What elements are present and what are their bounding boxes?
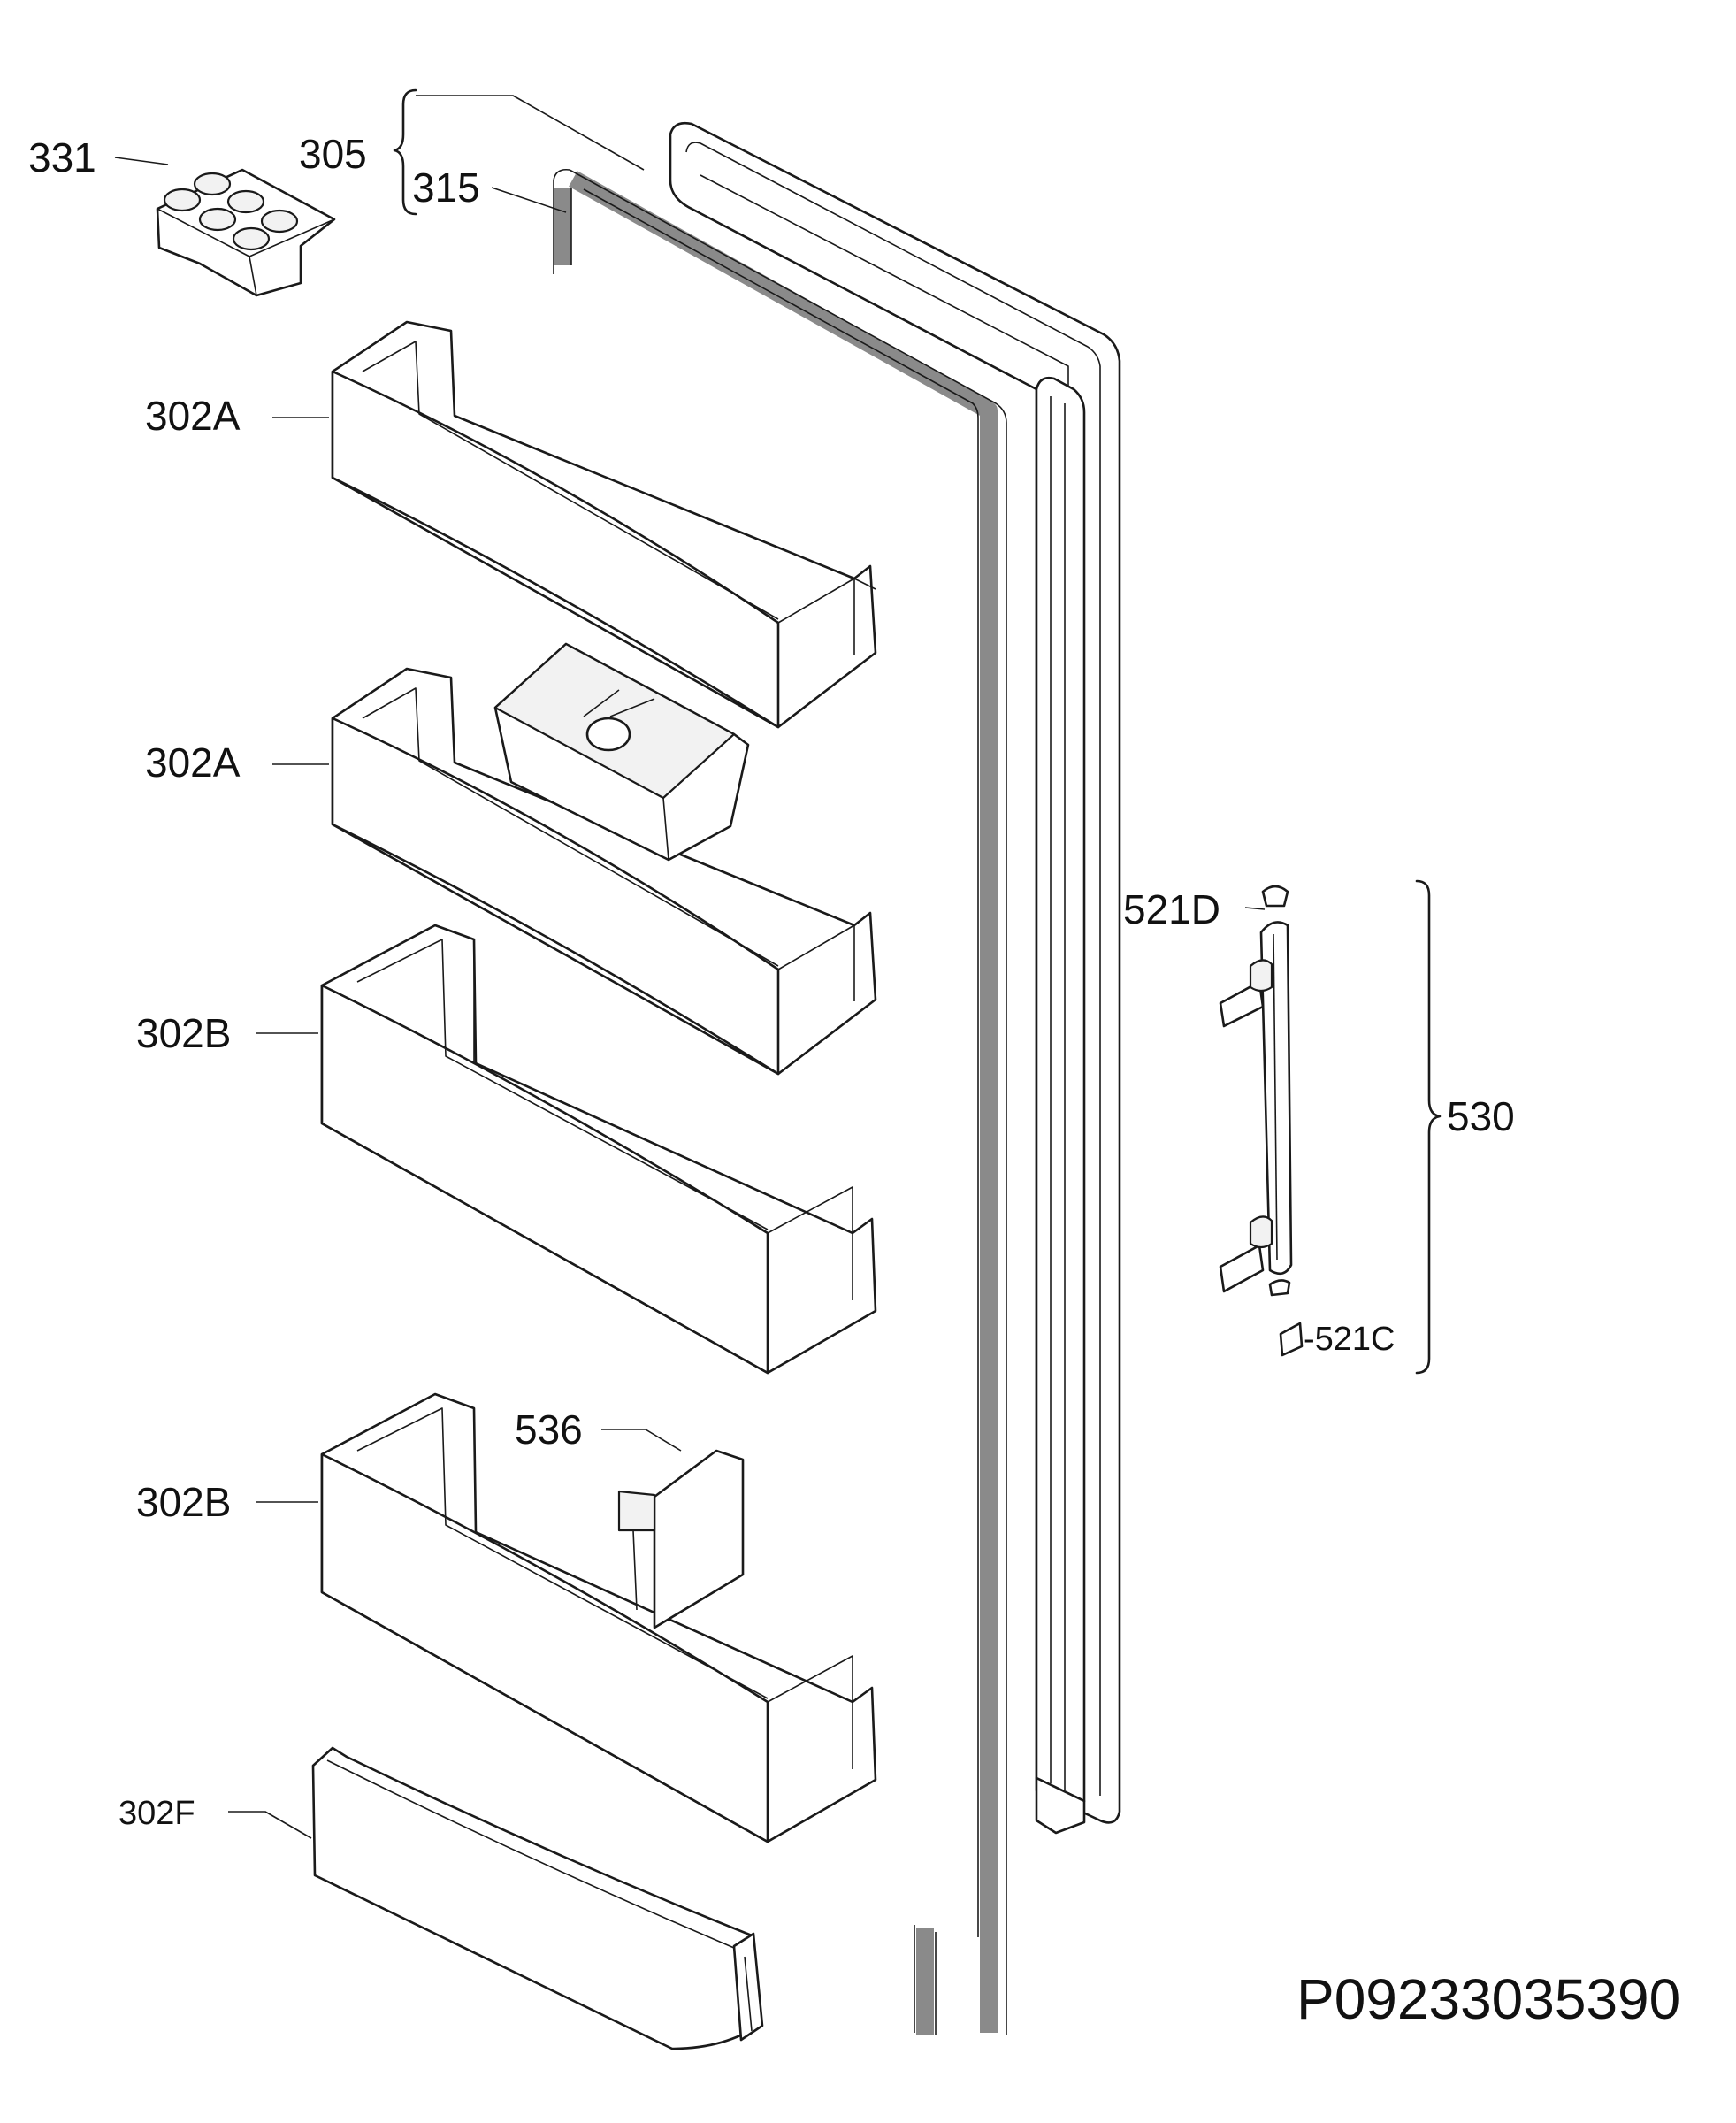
egg-cups [163, 172, 299, 251]
egg-tray [156, 168, 336, 297]
door-handle-assembly [1219, 885, 1304, 1357]
bottle-divider [617, 1449, 745, 1629]
brace-530 [1415, 879, 1442, 1375]
label-530: 530 [1447, 1093, 1515, 1139]
dairy-compartment [493, 642, 750, 862]
label-536: 536 [515, 1406, 583, 1452]
label-302b-second: 302B [136, 1479, 231, 1525]
label-521c: -521C [1304, 1321, 1396, 1358]
document-number: P09233035390 [1296, 1967, 1680, 2031]
door-shelf-302a-top [331, 320, 877, 729]
label-302a-second: 302A [145, 740, 241, 786]
door-shelf-302f-bottom [311, 1746, 764, 2050]
part-labels: 331 305 315 302A 302A 302B 302B 302F 536… [28, 131, 1515, 1832]
label-521d: 521D [1123, 886, 1220, 932]
brace-305 [393, 88, 417, 216]
leader-lines [114, 95, 1266, 1839]
label-302f: 302F [119, 1795, 195, 1832]
door-shelf-302b-upper [320, 924, 877, 1375]
door-shelf-302b-lower [320, 1392, 877, 1843]
label-331: 331 [28, 134, 96, 180]
label-302a-first: 302A [145, 393, 241, 439]
label-315: 315 [412, 165, 480, 211]
door-shelf-302a-second [331, 667, 877, 1076]
door-frame [669, 121, 1121, 1835]
door-gasket [553, 168, 1007, 2035]
label-305: 305 [299, 131, 367, 177]
label-302b-first: 302B [136, 1010, 231, 1056]
